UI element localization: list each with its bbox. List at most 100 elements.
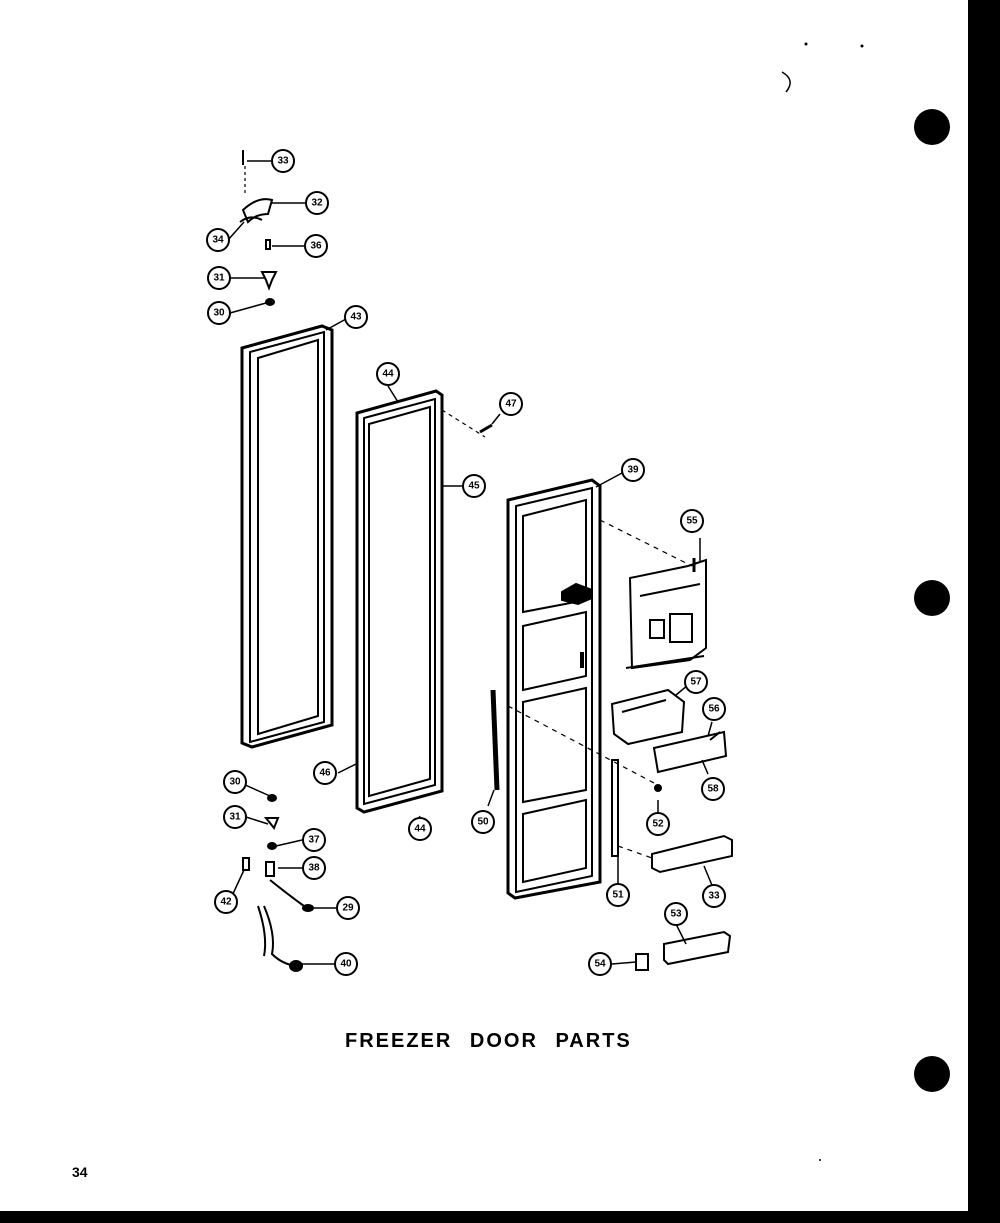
callout-37: 37	[302, 828, 326, 852]
callout-57: 57	[684, 670, 708, 694]
lower-bushing	[263, 817, 280, 830]
callout-label: 36	[310, 241, 322, 252]
page-number: 34	[72, 1164, 88, 1180]
callout-30a: 30	[207, 301, 231, 325]
retainer-clip	[654, 784, 662, 792]
callout-39: 39	[621, 458, 645, 482]
callout-31a: 31	[207, 266, 231, 290]
callout-44b: 44	[408, 817, 432, 841]
callout-label: 39	[627, 465, 639, 476]
callout-46: 46	[313, 761, 337, 785]
callout-38: 38	[302, 856, 326, 880]
hinge-bracket	[239, 216, 263, 223]
callout-43: 43	[344, 305, 368, 329]
callout-label: 50	[477, 817, 489, 828]
lower-washer	[267, 794, 277, 802]
callout-label: 32	[311, 198, 323, 209]
callout-label: 46	[319, 768, 331, 779]
door-shelf-clip	[709, 731, 721, 741]
lower-door-shelf	[651, 834, 733, 874]
callout-30b: 30	[223, 770, 247, 794]
callout-leaders	[227, 160, 715, 965]
callout-34: 34	[206, 228, 230, 252]
callout-label: 33	[708, 891, 720, 902]
callout-label: 42	[220, 897, 232, 908]
callout-42: 42	[214, 890, 238, 914]
cam-leader	[269, 879, 305, 907]
callout-label: 45	[468, 481, 480, 492]
door-cam	[302, 904, 314, 912]
hinge-washer	[265, 298, 275, 306]
callout-label: 33	[277, 156, 289, 167]
callout-label: 44	[382, 369, 394, 380]
hinge-bushing	[260, 271, 278, 291]
callout-label: 52	[652, 819, 664, 830]
bottom-door-rail	[663, 930, 732, 966]
callout-label: 40	[340, 959, 352, 970]
door-stop	[242, 857, 250, 871]
callout-label: 29	[342, 903, 354, 914]
callout-label: 31	[229, 812, 241, 823]
callout-label: 43	[350, 312, 362, 323]
top-hinge	[241, 198, 274, 224]
callout-label: 54	[594, 959, 606, 970]
door-shelf	[652, 730, 728, 774]
callout-label: 56	[708, 704, 720, 715]
callout-label: 44	[414, 824, 426, 835]
callout-44a: 44	[376, 362, 400, 386]
door-bin	[610, 688, 686, 746]
trim-leader	[617, 845, 653, 859]
callout-label: 38	[308, 863, 320, 874]
callout-45: 45	[462, 474, 486, 498]
scan-mark	[781, 71, 791, 93]
heater-wire-b	[257, 905, 267, 957]
hinge-screw	[242, 150, 246, 196]
door-bin-rim	[621, 699, 667, 713]
callout-33a: 33	[271, 149, 295, 173]
door-outer-panel	[240, 324, 334, 749]
callout-label: 57	[690, 677, 702, 688]
callout-53: 53	[664, 902, 688, 926]
callout-label: 53	[670, 909, 682, 920]
callout-label: 58	[707, 784, 719, 795]
callout-label: 55	[686, 516, 698, 527]
binder-hole-top	[914, 109, 950, 145]
diagram-caption: FREEZER DOOR PARTS	[345, 1030, 632, 1052]
callout-36: 36	[304, 234, 328, 258]
callout-52: 52	[646, 812, 670, 836]
lower-spacer	[267, 842, 277, 850]
callout-label: 51	[612, 890, 624, 901]
callout-label: 47	[505, 399, 517, 410]
hinge-pin	[265, 239, 271, 250]
callout-54: 54	[588, 952, 612, 976]
callout-47: 47	[499, 392, 523, 416]
callout-31b: 31	[223, 805, 247, 829]
lower-hinge-bracket	[265, 861, 275, 877]
callout-label: 37	[308, 835, 320, 846]
scan-specks	[804, 42, 864, 1161]
callout-40: 40	[334, 952, 358, 976]
callout-label: 30	[213, 308, 225, 319]
exploded-parts-diagram: 33 32 34 36 31 30 43 44 47 45 39 55 57 5…	[206, 42, 864, 1161]
heater-wire	[263, 905, 297, 967]
rail-end-cap	[635, 953, 649, 971]
callout-33b: 33	[702, 884, 726, 908]
door-liner-panel	[355, 389, 444, 814]
callout-32: 32	[305, 191, 329, 215]
dispenser-leader	[599, 519, 693, 567]
door-retainer-strip	[490, 689, 500, 791]
callout-51: 51	[606, 883, 630, 907]
binder-hole-middle	[914, 580, 950, 616]
inner-door-liner	[506, 478, 602, 900]
callout-label: 34	[212, 235, 224, 246]
binder-hole-bottom	[914, 1056, 950, 1092]
callout-58: 58	[701, 777, 725, 801]
callout-55: 55	[680, 509, 704, 533]
callout-label: 31	[213, 273, 225, 284]
retainer-leader	[507, 705, 657, 785]
door-screw	[479, 423, 493, 434]
parts-sheet: 33 32 34 36 31 30 43 44 47 45 39 55 57 5…	[0, 0, 971, 1211]
callout-56: 56	[702, 697, 726, 721]
trim-strip	[611, 759, 619, 857]
